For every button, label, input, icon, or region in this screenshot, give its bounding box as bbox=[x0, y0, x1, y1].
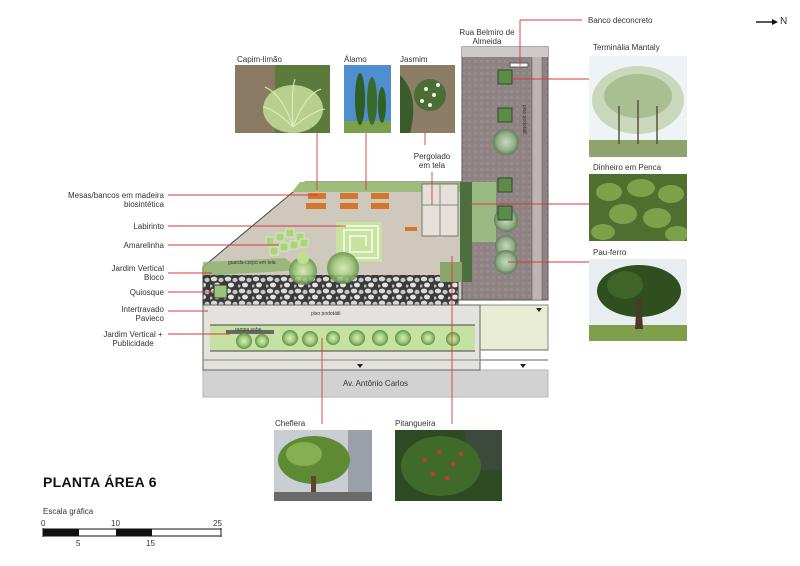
wooden-benches bbox=[306, 193, 417, 231]
plaza-trees bbox=[289, 252, 359, 285]
photo-label-pau-ferro: Pau-ferro bbox=[593, 248, 627, 257]
note-piso-1: piso podotátil bbox=[311, 311, 341, 317]
photo-label-pitangueira: Pitangueira bbox=[395, 419, 436, 428]
scale-tick-15: 15 bbox=[146, 539, 155, 548]
photo-label-terminalia: Terminália Mantaly bbox=[593, 43, 660, 52]
note-rampa: rampa sobe bbox=[235, 327, 262, 333]
callout-pergolado: Pergolado em tela bbox=[413, 152, 451, 170]
photo-dinheiro-em-penca bbox=[589, 174, 687, 241]
callout-jardim-publicidade: Jardim Vertical + Publicidade bbox=[103, 330, 163, 348]
callout-jardim-bloco: Jardim Vertical Bloco bbox=[111, 264, 164, 282]
scale-label: Escala gráfica bbox=[43, 507, 94, 516]
sidewalk-trees bbox=[236, 330, 460, 349]
photo-pau-ferro bbox=[589, 259, 687, 341]
street-pins bbox=[357, 308, 542, 368]
scale-tick-10: 10 bbox=[111, 519, 120, 528]
north-label: N bbox=[780, 16, 788, 27]
quiosque bbox=[213, 284, 228, 299]
north-arrow-icon bbox=[756, 19, 778, 25]
photo-label-cheflera: Cheflera bbox=[275, 419, 306, 428]
note-guarda-corpo: guarda-corpo em tela bbox=[228, 260, 276, 266]
note-piso-2: piso podotátil bbox=[521, 105, 527, 135]
callout-banco: Banco deconcreto bbox=[588, 16, 653, 25]
hopscotch bbox=[265, 228, 309, 256]
callout-amarelinha: Amarelinha bbox=[123, 241, 164, 250]
photo-label-dinheiro: Dinheiro em Penca bbox=[593, 163, 662, 172]
callout-labirinto: Labirinto bbox=[133, 222, 164, 231]
scale-tick-25: 25 bbox=[213, 519, 222, 528]
photo-alamo bbox=[344, 65, 391, 133]
scale-tick-0: 0 bbox=[41, 519, 46, 528]
photo-terminalia bbox=[589, 56, 687, 157]
callout-intertravado: Intertravado Pavieco bbox=[121, 305, 164, 323]
page-title: PLANTA ÁREA 6 bbox=[43, 474, 157, 490]
callout-lines bbox=[168, 19, 589, 424]
photo-jasmim bbox=[400, 65, 455, 133]
scale-bar bbox=[42, 528, 222, 537]
photo-label-capim: Capim-limão bbox=[237, 55, 282, 64]
photo-label-alamo: Álamo bbox=[344, 55, 367, 64]
photo-label-jasmim: Jasmim bbox=[400, 55, 428, 64]
photo-pitangueira bbox=[395, 430, 502, 501]
photo-capim-limao bbox=[235, 65, 330, 133]
scale-tick-5: 5 bbox=[76, 539, 81, 548]
side-street-name: Rua Belmiro de Almeida bbox=[459, 28, 515, 46]
pebble-garden bbox=[203, 275, 458, 305]
avenue-band bbox=[202, 369, 549, 398]
street-trees bbox=[493, 62, 529, 274]
photo-cheflera bbox=[274, 430, 372, 501]
avenue-name: Av. Antônio Carlos bbox=[342, 379, 409, 388]
callout-quiosque: Quiosque bbox=[129, 288, 164, 297]
callout-mesas: Mesas/bancos em madeira biosintética bbox=[67, 191, 164, 209]
